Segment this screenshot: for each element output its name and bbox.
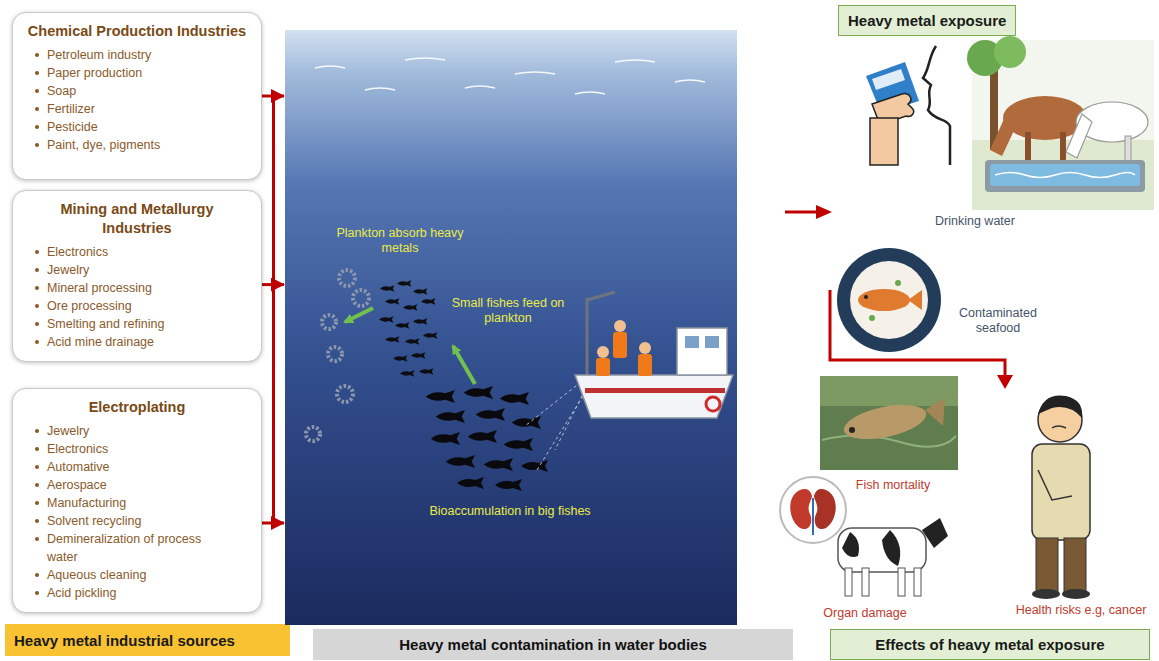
trunk-line (272, 95, 275, 525)
heading-box: Heavy metal exposure (838, 5, 1016, 36)
figure-caption: Contaminated seafood (950, 306, 1046, 336)
bullet-item: Paint, dye, pigments (33, 136, 251, 154)
bullet-item: Paper production (33, 64, 251, 82)
source-box: Chemical Production IndustriesPetroleum … (12, 12, 262, 180)
bullet-item: Demineralization of process water (33, 530, 235, 566)
section-band: Heavy metal industrial sources (5, 624, 290, 656)
drinking-icon (866, 46, 950, 165)
bullet-item: Electronics (33, 440, 235, 458)
band-text: Heavy metal exposure (848, 12, 1006, 29)
water-label: Plankton absorb heavy metals (325, 226, 475, 256)
bullet-item: Ore processing (33, 297, 251, 315)
figure-caption: Health risks e.g, cancer (1008, 603, 1154, 618)
exposure-arrow (785, 205, 832, 219)
water-body: Plankton absorb heavy metalsSmall fishes… (285, 30, 737, 625)
bullet-item: Soap (33, 82, 251, 100)
bullet-item: Mineral processing (33, 279, 251, 297)
bullet-item: Automative (33, 458, 235, 476)
band-text: Heavy metal contamination in water bodie… (399, 636, 707, 653)
bullet-item: Solvent recycling (33, 512, 235, 530)
bullet-item: Electronics (33, 243, 251, 261)
section-band: Heavy metal contamination in water bodie… (313, 629, 793, 660)
water-label: Small fishes feed on plankton (443, 296, 573, 326)
water-label: Bioaccumulation in big fishes (415, 504, 605, 519)
bullet-item: Acid pickling (33, 584, 235, 602)
band-text: Heavy metal industrial sources (14, 632, 235, 649)
section-band: Effects of heavy metal exposure (830, 629, 1150, 660)
box-heading: Mining and Metallurgy Industries (42, 200, 232, 238)
source-box: Mining and Metallurgy IndustriesElectron… (12, 190, 262, 362)
sick-person (1032, 395, 1090, 599)
bullet-item: Jewelry (33, 422, 235, 440)
figure-caption: Organ damage (812, 606, 918, 621)
bullet-item: Jewelry (33, 261, 251, 279)
box-heading: Chemical Production Industries (23, 22, 251, 41)
bullet-item: Aerospace (33, 476, 235, 494)
band-text: Effects of heavy metal exposure (875, 636, 1104, 653)
bullet-item: Pesticide (33, 118, 251, 136)
water-illustration (285, 30, 737, 625)
cows-drinking-scene (967, 36, 1154, 210)
bullet-item: Acid mine drainage (33, 333, 251, 351)
box-heading: Electroplating (23, 398, 251, 417)
bullet-item: Manufacturing (33, 494, 235, 512)
cow-organ-figure (780, 477, 948, 596)
seafood-plate (837, 248, 941, 352)
source-box: ElectroplatingJewelryElectronicsAutomati… (12, 388, 262, 613)
bullet-item: Fertilizer (33, 100, 251, 118)
figure-caption: Fish mortality (838, 478, 948, 493)
figure-caption: Drinking water (922, 214, 1028, 229)
bullet-item: Smelting and refining (33, 315, 251, 333)
bullet-item: Aqueous cleaning (33, 566, 235, 584)
fish-mortality-photo (820, 376, 958, 470)
bullet-item: Petroleum industry (33, 46, 251, 64)
effects-bracket (830, 290, 1013, 389)
